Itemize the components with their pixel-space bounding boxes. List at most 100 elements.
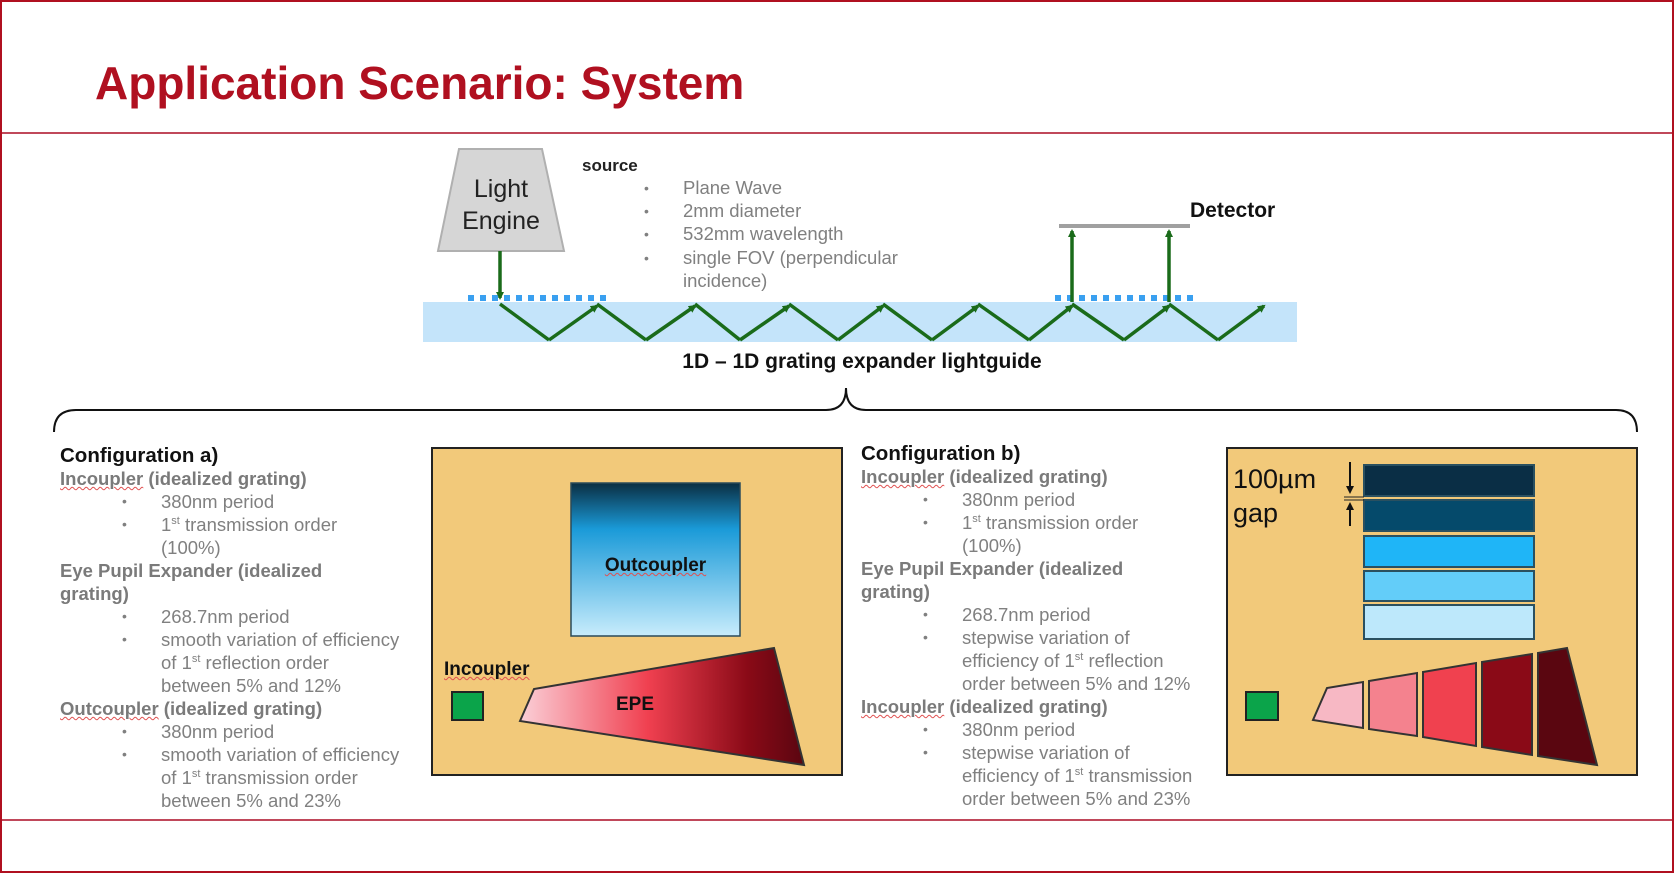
bullet: 268.7nm period (861, 603, 1261, 626)
bullet-cont: between 5% and 23% (161, 790, 341, 811)
ray-segment (1027, 304, 1074, 342)
bullet: 380nm period (861, 718, 1261, 741)
epe-segments-b (1311, 646, 1599, 767)
epe-heading: grating) (861, 581, 930, 602)
t: transmission order (179, 514, 338, 535)
bullet-cont: of 1st reflection order (60, 651, 460, 674)
ray-segment (595, 302, 648, 342)
source-item: Plane Wave (683, 177, 783, 198)
t: of 1 (161, 767, 192, 788)
light-rays (496, 229, 1266, 342)
epe-label: EPE (616, 694, 655, 715)
source-item: 2mm diameter (683, 200, 802, 221)
incoupler-suffix: (idealized grating) (143, 468, 307, 489)
ray-segment (1071, 302, 1125, 342)
light-engine-line: Engine (462, 207, 540, 235)
config-b-heading: Configuration b) (861, 442, 1021, 465)
t: reflection (1083, 650, 1164, 671)
bullet-cont: order between 5% and 23% (962, 788, 1191, 809)
t: transmission (1083, 765, 1193, 786)
lightguide-caption: 1D – 1D grating expander lightguide (682, 350, 1042, 373)
ray-segment (881, 302, 934, 342)
slide-title: Application Scenario: System (95, 57, 745, 109)
outcoupler-term: Outcoupler (60, 698, 159, 719)
epe-heading: grating) (60, 583, 129, 604)
ray-segment (836, 304, 885, 342)
source-item: incidence) (683, 270, 768, 291)
config-a-heading: Configuration a) (60, 444, 219, 467)
light-engine-label: Light Engine (438, 173, 564, 237)
t: st (171, 514, 180, 527)
t: st (1074, 765, 1084, 778)
ray-segment (645, 304, 697, 342)
incoupler-region-b (1245, 691, 1279, 721)
footer-divider (2, 819, 1672, 821)
bullet: 380nm period (60, 490, 460, 513)
config-b-text: Configuration b) Incoupler (idealized gr… (861, 442, 1261, 810)
bullet-cont: (100%) (962, 535, 1022, 556)
outcoupler-strips-b (1363, 464, 1535, 640)
config-a-text: Configuration a) Incoupler (idealized gr… (60, 444, 460, 812)
epe-region-a (518, 646, 806, 767)
bullet: 380nm period (861, 488, 1261, 511)
t: st (191, 767, 201, 780)
bullet: smooth variation of efficiency (60, 628, 460, 651)
t: st (1074, 650, 1084, 663)
gap-label: gap (1233, 498, 1279, 528)
ray-segment (693, 302, 742, 342)
gap-value: 100µm (1233, 464, 1317, 494)
ray-segment (1216, 304, 1266, 342)
bullet-cont: efficiency of 1st transmission (861, 764, 1261, 787)
t: 1 (962, 512, 973, 533)
light-engine-shape (436, 148, 566, 252)
outcoupler-region-a (570, 482, 741, 637)
bullet: smooth variation of efficiency (60, 743, 460, 766)
ray-segment (498, 302, 551, 342)
t: 1 (161, 514, 172, 535)
bullet: 268.7nm period (60, 605, 460, 628)
bracket (53, 387, 1638, 433)
light-engine-line: Light (473, 175, 529, 203)
epe-heading: Eye Pupil Expander (idealized (60, 560, 323, 581)
t: (idealized grating) (944, 466, 1108, 487)
t: efficiency of 1 (962, 765, 1075, 786)
t: (idealized grating) (158, 698, 323, 719)
ray-segment (547, 304, 599, 342)
epe-heading: Eye Pupil Expander (idealized (861, 558, 1124, 579)
t: transmission order (980, 512, 1139, 533)
bullet: stepwise variation of (861, 741, 1261, 764)
ray-segment (930, 304, 980, 342)
t: efficiency of 1 (962, 650, 1075, 671)
bullet-cont: (100%) (161, 537, 221, 558)
source-item: 532mm wavelength (683, 223, 844, 244)
bullet-cont: efficiency of 1st reflection (861, 649, 1261, 672)
outcoupler-label: Outcoupler (604, 555, 707, 576)
ray-segment (1122, 304, 1171, 342)
incoupler-term: Incoupler (861, 466, 945, 487)
title-divider (2, 132, 1672, 134)
incoupler-label: Incoupler (444, 659, 530, 680)
bullet: 1st transmission order (861, 511, 1261, 534)
gap-annotation: 100µm gap (1233, 462, 1316, 530)
t: st (191, 652, 201, 665)
bullet: 380nm period (60, 720, 460, 743)
bullet-cont: between 5% and 12% (161, 675, 341, 696)
incoupler-term: Incoupler (861, 696, 945, 717)
t: of 1 (161, 652, 192, 673)
detector-label: Detector (1190, 199, 1276, 222)
source-item: single FOV (perpendicular (683, 247, 898, 268)
ray-segment (787, 302, 840, 342)
ray-segment (976, 302, 1031, 342)
bullet-cont: order between 5% and 12% (962, 673, 1191, 694)
ray-segment (1167, 302, 1220, 342)
t: st (972, 512, 981, 525)
source-label: source (582, 156, 638, 175)
bullet: 1st transmission order (60, 513, 460, 536)
bullet-cont: of 1st transmission order (60, 766, 460, 789)
t: transmission order (200, 767, 358, 788)
incoupler-region-a (451, 691, 484, 721)
bullet: stepwise variation of (861, 626, 1261, 649)
t: (idealized grating) (944, 696, 1108, 717)
